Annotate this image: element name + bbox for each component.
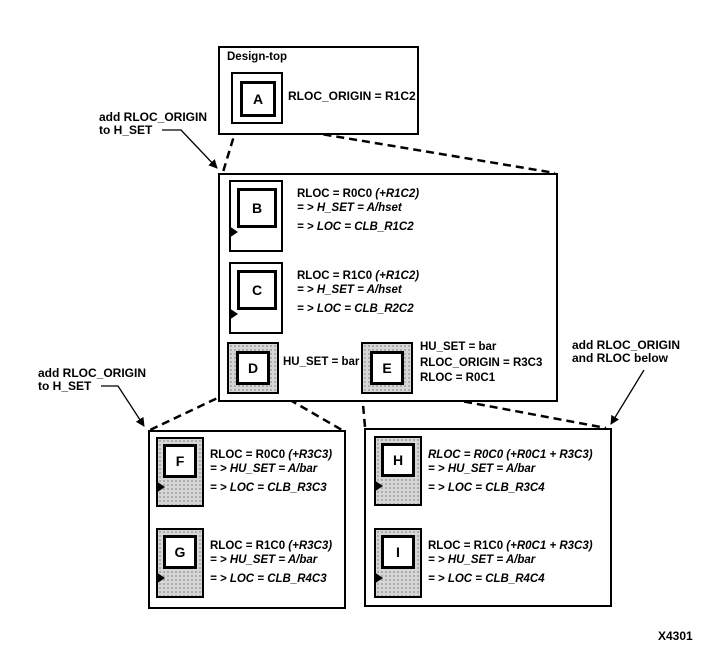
block-H-inner: H — [381, 443, 415, 477]
annotation-bottom-left: add RLOC_ORIGIN to H_SET — [38, 367, 146, 393]
block-I-letter: I — [396, 544, 400, 560]
annotation-top-left-line1: add RLOC_ORIGIN — [99, 110, 208, 124]
block-B-letter: B — [251, 200, 263, 216]
constraint-line: HU_SET = bar — [420, 341, 497, 353]
block-H: H — [374, 436, 422, 506]
annotation-right-line2: and RLOC below — [572, 351, 668, 365]
block-H-letter: H — [392, 452, 404, 468]
block-I-inner: I — [381, 535, 415, 569]
derived-line: = > HU_SET = A/bar — [428, 554, 536, 566]
block-A-inner: A — [240, 81, 276, 117]
annotation-right-line1: add RLOC_ORIGIN — [572, 338, 681, 352]
figure-number: X4301 — [658, 629, 693, 643]
block-F-inner: F — [163, 444, 197, 478]
block-F-constraints: RLOC = R0C0 (+R3C3) = > HU_SET = A/bar =… — [210, 448, 332, 495]
annotation-top-left: add RLOC_ORIGIN to H_SET — [99, 111, 207, 137]
block-G-letter: G — [174, 544, 186, 560]
block-G: G — [156, 528, 204, 598]
derived-line: = > LOC = CLB_R3C4 — [428, 482, 545, 494]
expand-line-d-left — [149, 391, 229, 432]
block-F: F — [156, 437, 204, 507]
block-D-letter: D — [247, 360, 259, 376]
annotation-arrow-right — [610, 369, 645, 425]
block-B-constraints: RLOC = R0C0 (+R1C2) = > H_SET = A/hset =… — [297, 187, 419, 234]
design-top-constraint: RLOC_ORIGIN = R1C2 — [288, 89, 416, 103]
design-top-title: Design-top — [227, 51, 288, 63]
derived-line: = > LOC = CLB_R4C3 — [210, 573, 327, 585]
block-A: A — [231, 72, 283, 124]
block-I-constraints: RLOC = R1C0 (+R0C1 + R3C3) = > HU_SET = … — [428, 539, 593, 586]
block-A-letter: A — [252, 91, 264, 107]
derived-line: = > HU_SET = A/bar — [210, 554, 318, 566]
rloc-line: RLOC = R1C0 (+R0C1 + R3C3) — [428, 540, 593, 552]
clock-input-icon — [156, 481, 165, 493]
block-C: C — [229, 262, 283, 334]
clock-input-icon — [374, 480, 383, 492]
annotation-bottom-left-line1: add RLOC_ORIGIN — [38, 366, 147, 380]
annotation-top-left-line2: to H_SET — [99, 123, 153, 137]
rloc-line: RLOC = R1C0 (+R3C3) — [210, 540, 333, 552]
block-F-letter: F — [175, 453, 185, 469]
block-G-constraints: RLOC = R1C0 (+R3C3) = > HU_SET = A/bar =… — [210, 539, 332, 586]
block-D-label: HU_SET = bar — [283, 356, 360, 368]
clock-input-icon — [229, 226, 238, 238]
block-H-constraints: RLOC = R0C0 (+R0C1 + R3C3) = > HU_SET = … — [428, 448, 593, 495]
block-D-inner: D — [236, 351, 270, 385]
block-I: I — [374, 528, 422, 598]
derived-line: = > H_SET = A/hset — [297, 202, 402, 214]
derived-line: = > HU_SET = A/bar — [210, 463, 318, 475]
derived-line: = > H_SET = A/hset — [297, 284, 402, 296]
block-B: B — [229, 180, 283, 252]
block-E-constraints: HU_SET = bar RLOC_ORIGIN = R3C3 RLOC = R… — [420, 340, 542, 387]
block-C-letter: C — [251, 282, 263, 298]
constraint-line: RLOC_ORIGIN = R3C3 — [420, 356, 543, 369]
rloc-line: RLOC = R0C0 (+R0C1 + R3C3) — [428, 449, 593, 461]
rloc-line: RLOC = R1C0 (+R1C2) — [297, 270, 420, 282]
block-D: D — [227, 342, 279, 394]
block-C-inner: C — [237, 270, 277, 310]
clock-input-icon — [374, 572, 383, 584]
block-E: E — [361, 342, 413, 394]
block-G-inner: G — [163, 535, 197, 569]
clock-input-icon — [229, 308, 238, 320]
block-E-letter: E — [382, 360, 392, 376]
rloc-line: RLOC = R0C0 (+R1C2) — [297, 188, 420, 200]
clock-input-icon — [156, 572, 165, 584]
annotation-bottom-left-line2: to H_SET — [38, 379, 92, 393]
rloc-line: RLOC = R0C0 (+R3C3) — [210, 449, 333, 461]
derived-line: = > HU_SET = A/bar — [428, 463, 536, 475]
annotation-right: add RLOC_ORIGIN and RLOC below — [572, 339, 680, 365]
block-E-inner: E — [370, 351, 404, 385]
derived-line: = > LOC = CLB_R4C4 — [428, 573, 545, 585]
derived-line: = > LOC = CLB_R3C3 — [210, 482, 327, 494]
block-B-inner: B — [237, 188, 277, 228]
derived-line: = > LOC = CLB_R2C2 — [297, 303, 414, 315]
block-C-constraints: RLOC = R1C0 (+R1C2) = > H_SET = A/hset =… — [297, 269, 419, 316]
constraint-line: RLOC = R0C1 — [420, 372, 496, 384]
derived-line: = > LOC = CLB_R1C2 — [297, 221, 414, 233]
